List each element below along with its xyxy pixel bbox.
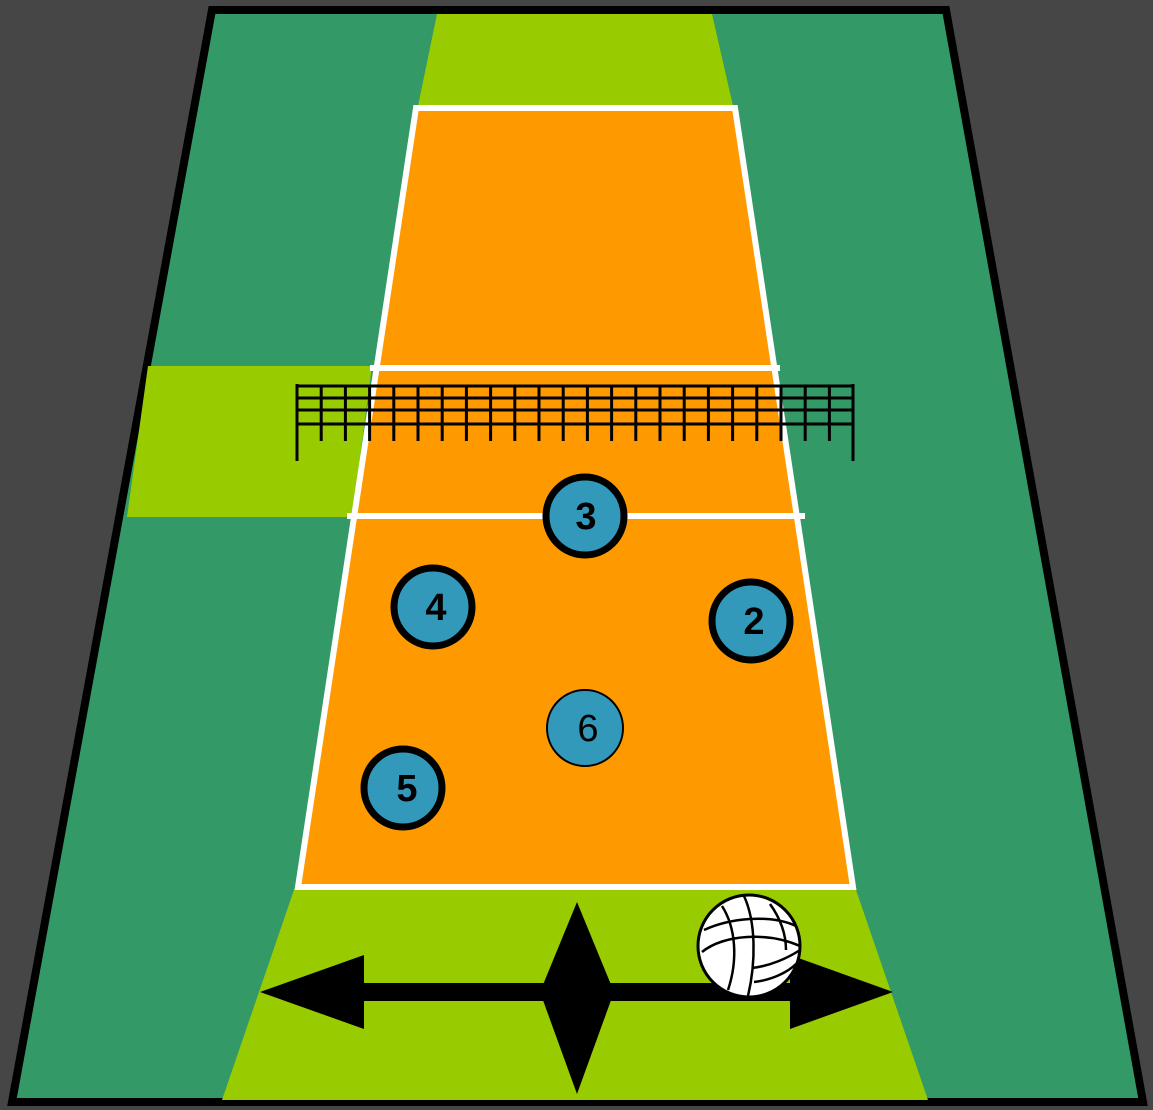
player-5-label: 5 — [396, 768, 417, 810]
net-icon — [295, 384, 855, 461]
player-5-marker — [360, 745, 446, 831]
four-way-arrow-icon — [260, 902, 893, 1094]
player-4-marker — [390, 564, 476, 650]
player-2-marker — [708, 578, 794, 664]
player-3[interactable]: 3 — [542, 473, 628, 559]
player-6-label: 6 — [577, 708, 598, 750]
player-6[interactable]: 6 — [546, 689, 624, 767]
player-5[interactable]: 5 — [360, 745, 446, 831]
volleyball-icon — [696, 893, 802, 999]
player-2[interactable]: 2 — [708, 578, 794, 664]
player-4[interactable]: 4 — [390, 564, 476, 650]
player-3-marker — [542, 473, 628, 559]
player-6-marker — [546, 689, 624, 767]
free-zone-top — [418, 14, 733, 106]
player-2-label: 2 — [743, 601, 764, 643]
player-4-label: 4 — [425, 587, 446, 629]
free-zone-side — [127, 366, 372, 517]
player-3-label: 3 — [575, 496, 596, 538]
